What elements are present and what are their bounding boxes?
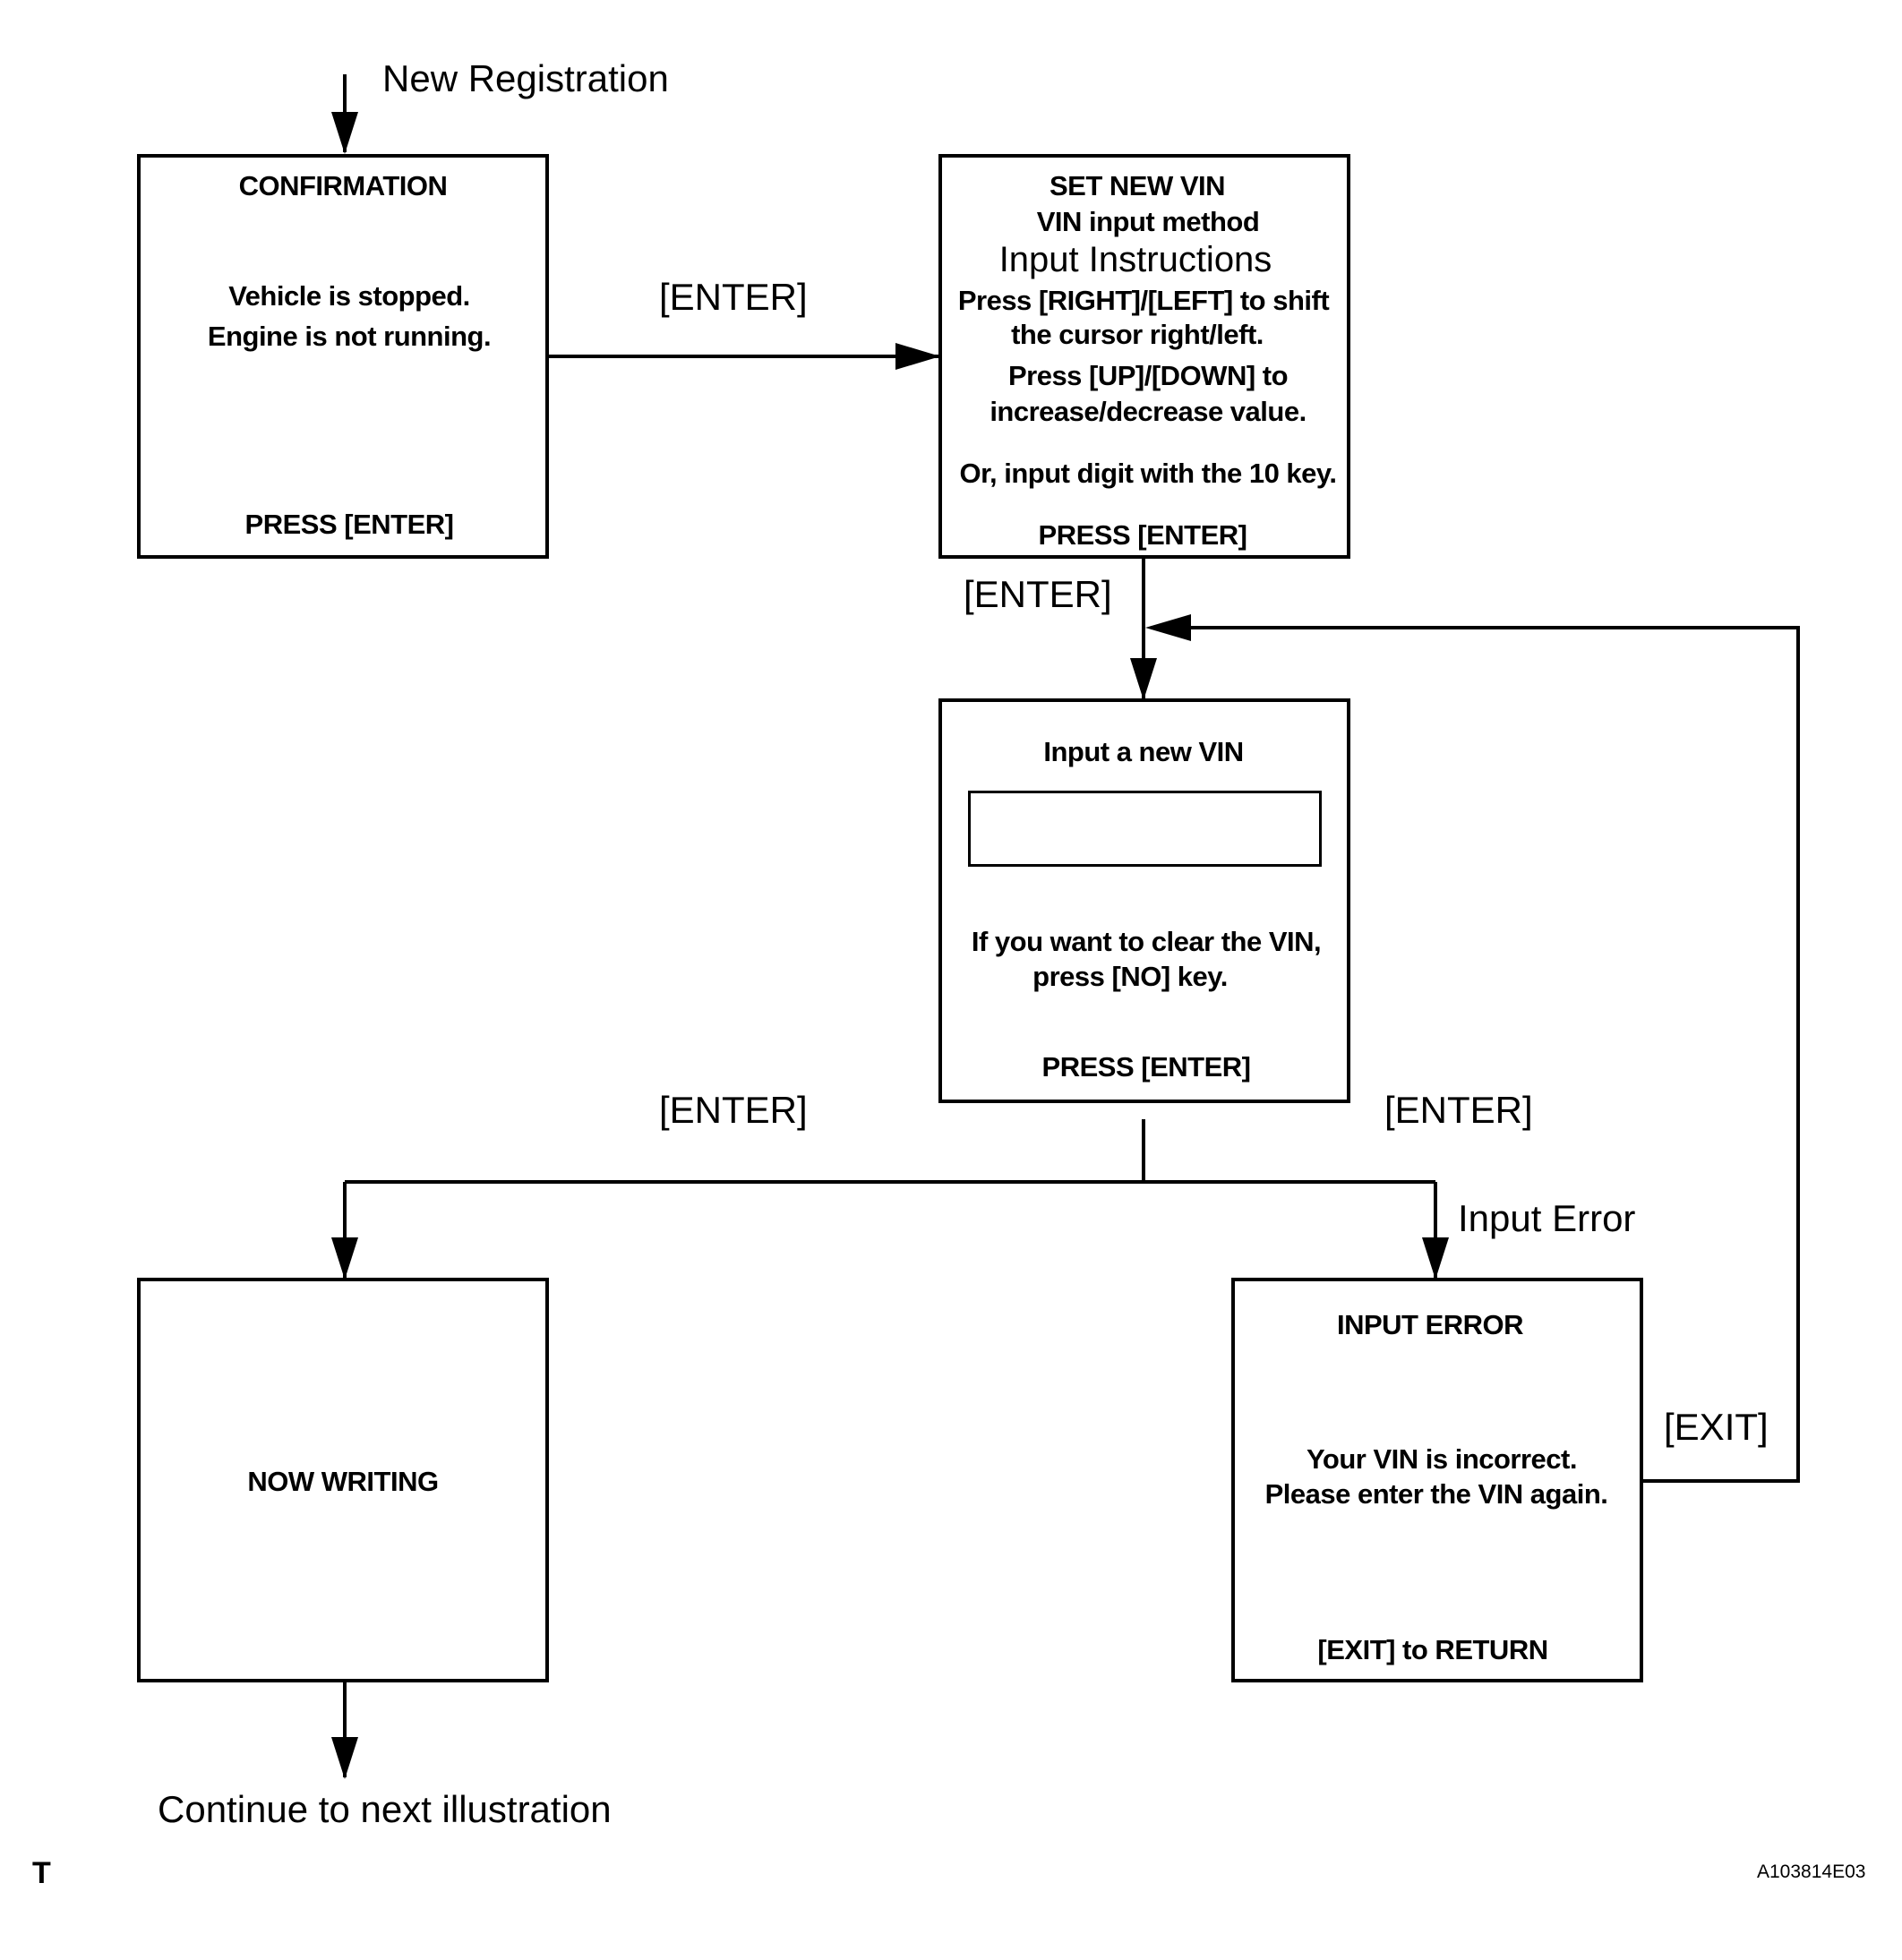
set-new-vin-title: SET NEW VIN bbox=[1049, 170, 1226, 201]
input-vin-line: If you want to clear the VIN, bbox=[971, 926, 1322, 957]
instruction-line: Press [RIGHT]/[LEFT] to shift bbox=[957, 285, 1330, 316]
set-new-vin-screen bbox=[938, 154, 1350, 559]
confirmation-line: Vehicle is stopped. bbox=[228, 280, 470, 312]
new-registration-label: New Registration bbox=[382, 57, 669, 99]
instruction-line: Press [UP]/[DOWN] to bbox=[1007, 360, 1289, 391]
enter-label: [ENTER] bbox=[659, 276, 808, 318]
arrowhead bbox=[331, 1237, 358, 1280]
set-new-vin-subtitle: VIN input method bbox=[1036, 206, 1260, 237]
instruction-line: Or, input digit with the 10 key. bbox=[959, 458, 1337, 489]
enter-label: [ENTER] bbox=[659, 1089, 808, 1131]
arrowhead bbox=[331, 112, 358, 154]
input-error-line: Your VIN is incorrect. bbox=[1307, 1443, 1577, 1475]
continue-label: Continue to next illustration bbox=[158, 1788, 612, 1830]
confirmation-screen bbox=[137, 154, 549, 559]
enter-label: [ENTER] bbox=[1384, 1089, 1533, 1131]
input-vin-footer: PRESS [ENTER] bbox=[1041, 1051, 1251, 1083]
exit-loop-line bbox=[1151, 626, 1800, 1483]
input-error-footer: [EXIT] to RETURN bbox=[1317, 1634, 1548, 1665]
exit-label: [EXIT] bbox=[1664, 1406, 1769, 1448]
input-instructions-heading: Input Instructions bbox=[998, 240, 1272, 279]
enter-label: [ENTER] bbox=[964, 573, 1112, 615]
set-new-vin-footer: PRESS [ENTER] bbox=[1038, 519, 1247, 551]
instruction-line: increase/decrease value. bbox=[990, 396, 1307, 427]
figure-id: A103814E03 bbox=[1757, 1862, 1866, 1882]
input-vin-screen bbox=[938, 698, 1350, 1103]
arrowhead bbox=[1422, 1237, 1449, 1280]
input-error-screen bbox=[1231, 1278, 1643, 1682]
vin-input-field[interactable] bbox=[968, 791, 1322, 867]
now-writing-screen bbox=[137, 1278, 549, 1682]
arrowhead bbox=[331, 1737, 358, 1779]
input-vin-title: Input a new VIN bbox=[1043, 736, 1244, 767]
now-writing-title: NOW WRITING bbox=[247, 1466, 439, 1497]
confirmation-footer: PRESS [ENTER] bbox=[244, 509, 454, 540]
input-error-title: INPUT ERROR bbox=[1336, 1309, 1524, 1340]
instruction-line: the cursor right/left. bbox=[1011, 319, 1264, 350]
confirmation-title: CONFIRMATION bbox=[238, 170, 448, 201]
input-error-line: Please enter the VIN again. bbox=[1264, 1478, 1608, 1510]
arrowhead bbox=[895, 343, 940, 370]
corner-mark: T bbox=[32, 1856, 51, 1890]
input-error-label: Input Error bbox=[1458, 1197, 1636, 1239]
confirmation-line: Engine is not running. bbox=[207, 321, 492, 352]
input-vin-line: press [NO] key. bbox=[1032, 961, 1228, 992]
arrowhead bbox=[1130, 658, 1157, 700]
arrowhead bbox=[1145, 614, 1191, 641]
